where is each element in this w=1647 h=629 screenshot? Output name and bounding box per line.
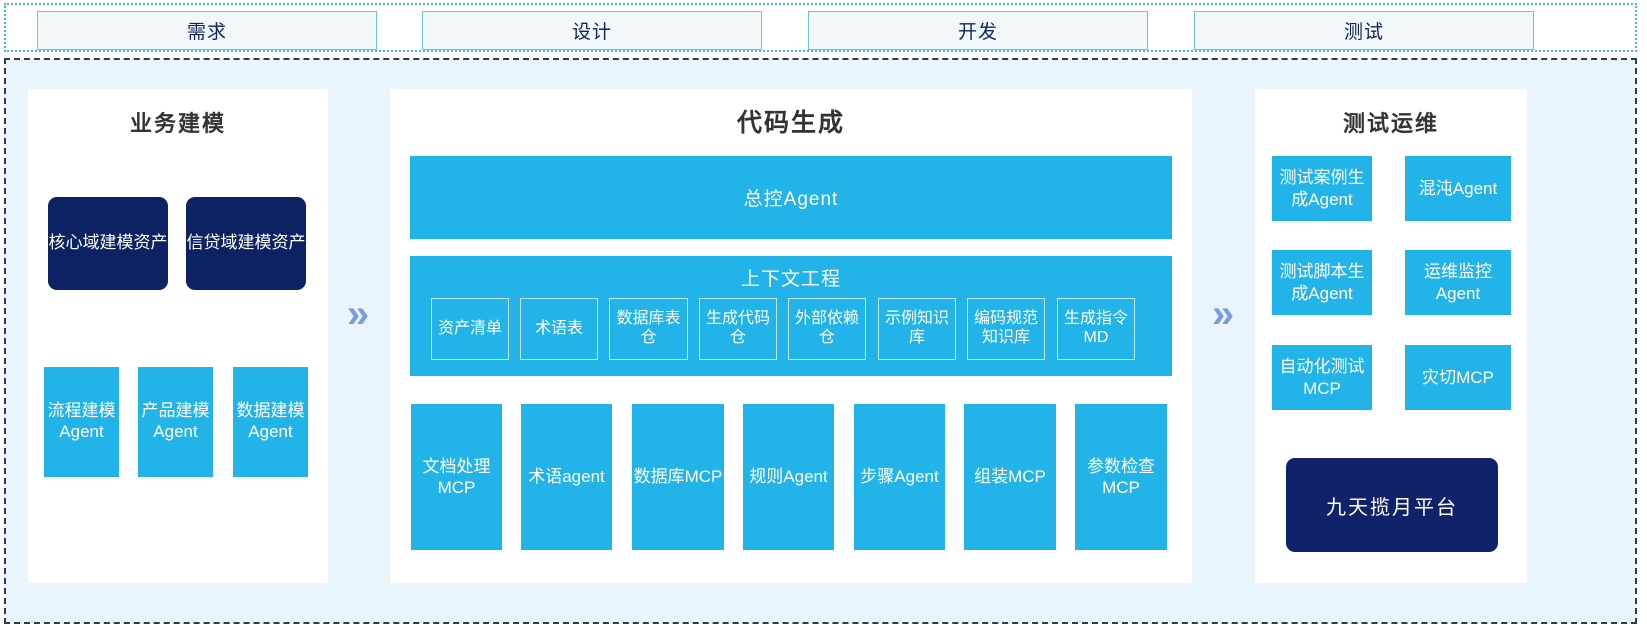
tile-label: 信贷域建模资产 <box>186 233 306 253</box>
phase-tab-label: 开发 <box>957 22 998 43</box>
context-item-asset-list[interactable]: 资产清单 <box>431 298 509 360</box>
tile-label: 产品建模Agent <box>141 401 210 441</box>
asset-core-domain[interactable]: 核心域建模资产 <box>48 197 168 290</box>
context-item-label: 数据库表仓 <box>616 310 681 346</box>
context-item-generation-instruction-md[interactable]: 生成指令MD <box>1057 298 1135 360</box>
agent-data-modeling[interactable]: 数据建模Agent <box>233 367 308 477</box>
context-item-example-knowledge-base[interactable]: 示例知识库 <box>878 298 956 360</box>
agent-product-modeling[interactable]: 产品建模Agent <box>138 367 213 477</box>
agent-test-case-generation[interactable]: 测试案例生成Agent <box>1272 156 1372 221</box>
tool-label: 数据库MCP <box>633 467 723 487</box>
tool-label: 组装MCP <box>974 467 1046 487</box>
tile-label: 数据建模Agent <box>236 401 305 441</box>
context-item-label: 编码规范知识库 <box>973 310 1038 346</box>
context-engineering-block: 上下文工程 资产清单 术语表 数据库表仓 生成代码仓 外部依赖仓 示例知识库 编… <box>410 256 1172 376</box>
context-item-glossary[interactable]: 术语表 <box>520 298 598 360</box>
context-item-label: 示例知识库 <box>884 310 949 346</box>
tile-label: 测试脚本生成Agent <box>1279 262 1365 303</box>
tool-parameter-check-mcp[interactable]: 参数检查MCP <box>1075 404 1167 550</box>
tool-disaster-switch-mcp[interactable]: 灾切MCP <box>1405 345 1511 410</box>
agent-test-script-generation[interactable]: 测试脚本生成Agent <box>1272 250 1372 315</box>
phase-tab-label: 测试 <box>1343 22 1384 43</box>
agent-process-modeling[interactable]: 流程建模Agent <box>44 367 119 477</box>
context-item-label: 生成指令MD <box>1063 310 1128 346</box>
tile-label: 自动化测试MCP <box>1279 357 1365 398</box>
tile-label: 测试案例生成Agent <box>1279 168 1365 209</box>
chevron-right-icon: » <box>1211 292 1235 336</box>
phase-strip: 需求 设计 开发 测试 <box>4 3 1637 52</box>
panel-code-generation: 代码生成 总控Agent 上下文工程 资产清单 术语表 数据库表仓 生成代码仓 … <box>390 89 1192 583</box>
control-agent-bar[interactable]: 总控Agent <box>410 156 1172 239</box>
phase-tab-label: 设计 <box>571 22 612 43</box>
tool-automated-test-mcp[interactable]: 自动化测试MCP <box>1272 345 1372 410</box>
asset-credit-domain[interactable]: 信贷域建模资产 <box>186 197 306 290</box>
agent-chaos[interactable]: 混沌Agent <box>1405 156 1511 221</box>
tile-label: 混沌Agent <box>1418 178 1498 198</box>
tool-database-mcp[interactable]: 数据库MCP <box>632 404 724 550</box>
phase-tab-testing[interactable]: 测试 <box>1194 11 1534 50</box>
tool-label: 步骤Agent <box>860 467 939 487</box>
context-item-label: 生成代码仓 <box>705 310 770 346</box>
panel-title: 业务建模 <box>129 111 226 136</box>
context-item-label: 外部依赖仓 <box>794 310 859 346</box>
control-agent-label: 总控Agent <box>743 189 839 210</box>
tile-label: 运维监控Agent <box>1424 262 1492 303</box>
chevron-right-icon: » <box>346 292 370 336</box>
phase-tab-label: 需求 <box>186 22 227 43</box>
agent-ops-monitoring[interactable]: 运维监控Agent <box>1405 250 1511 315</box>
context-engineering-title: 上下文工程 <box>740 269 841 290</box>
tool-label: 参数检查MCP <box>1087 456 1155 497</box>
tool-label: 文档处理MCP <box>422 456 491 497</box>
tool-step-agent[interactable]: 步骤Agent <box>854 404 945 550</box>
tile-label: 核心域建模资产 <box>48 233 168 253</box>
panel-title: 代码生成 <box>736 109 845 137</box>
context-item-db-table-repo[interactable]: 数据库表仓 <box>609 298 688 360</box>
phase-tab-requirements[interactable]: 需求 <box>37 11 377 50</box>
tool-rule-agent[interactable]: 规则Agent <box>743 404 834 550</box>
context-item-label: 资产清单 <box>437 319 502 337</box>
panel-test-operations: 测试运维 测试案例生成Agent 混沌Agent 测试脚本生成Agent 运维监… <box>1255 89 1527 583</box>
context-item-coding-standard-knowledge-base[interactable]: 编码规范知识库 <box>967 298 1045 360</box>
platform-label: 九天揽月平台 <box>1326 496 1458 519</box>
panel-business-modeling: 业务建模 核心域建模资产 信贷域建模资产 流程建模Agent 产品建模Agent… <box>28 89 328 583</box>
context-item-external-dependency-repo[interactable]: 外部依赖仓 <box>788 298 866 360</box>
tool-label: 术语agent <box>528 467 605 487</box>
context-item-generated-code-repo[interactable]: 生成代码仓 <box>699 298 777 360</box>
tile-label: 灾切MCP <box>1422 367 1494 387</box>
context-item-label: 术语表 <box>534 319 583 337</box>
phase-tab-design[interactable]: 设计 <box>422 11 762 50</box>
tile-label: 流程建模Agent <box>47 401 116 441</box>
tool-assembly-mcp[interactable]: 组装MCP <box>964 404 1056 550</box>
panel-title: 测试运维 <box>1342 111 1439 136</box>
tool-glossary-agent[interactable]: 术语agent <box>521 404 612 550</box>
phase-tab-development[interactable]: 开发 <box>808 11 1148 50</box>
tool-label: 规则Agent <box>749 467 828 487</box>
platform-jiutian-lanyue[interactable]: 九天揽月平台 <box>1286 458 1498 552</box>
tool-document-processing-mcp[interactable]: 文档处理MCP <box>411 404 502 550</box>
